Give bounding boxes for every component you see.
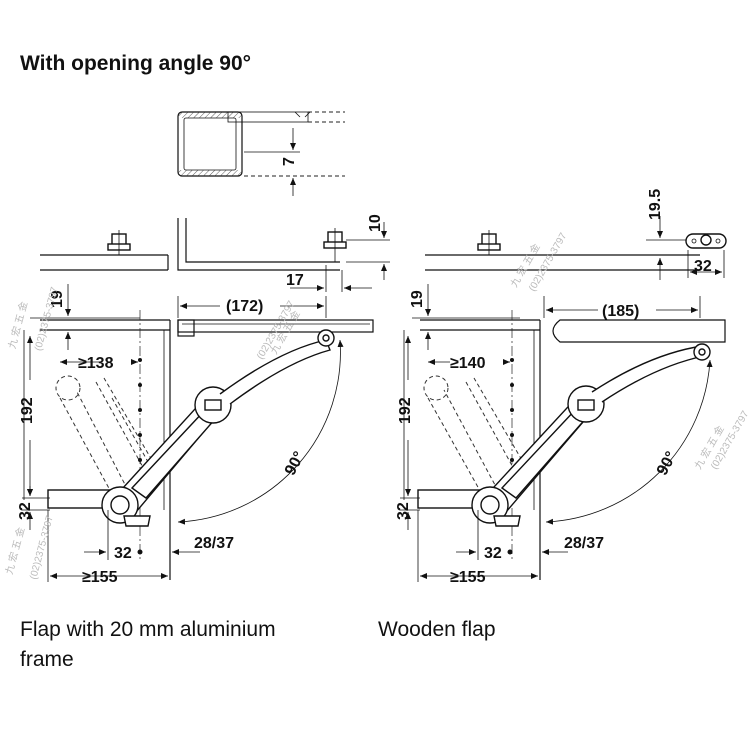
left-cabinet-assembly <box>22 218 390 582</box>
dim-label-192-right: 192 <box>397 397 414 424</box>
dim-label-185: (185) <box>602 303 639 320</box>
dim-label-155-left: ≥155 <box>82 569 118 586</box>
dim-label-32-right-top: 32 <box>694 258 712 275</box>
caption-wooden-flap: Wooden flap <box>378 618 496 641</box>
dim-label-32-left-vertical: 32 <box>17 502 34 520</box>
right-cabinet-assembly <box>400 216 727 582</box>
dim-label-172: (172) <box>226 298 263 315</box>
dim-label-2837-left: 28/37 <box>194 535 234 552</box>
caption-aluminium-frame: Flap with 20 mm aluminium frame <box>20 618 276 671</box>
dim-label-19-right: 19 <box>409 290 426 308</box>
dim-label-155-right: ≥155 <box>450 569 486 586</box>
dim-label-32-right-horizontal: 32 <box>484 545 502 562</box>
watermark-chars-bottom: 九 宏 五 金 <box>2 526 27 576</box>
aluminium-profile-section <box>177 111 345 196</box>
dim-label-19-left: 19 <box>49 290 66 308</box>
page-title: With opening angle 90° <box>20 52 252 75</box>
dim-label-10: 10 <box>367 214 384 232</box>
dim-label-17: 17 <box>286 272 304 289</box>
dim-label-195: 19.5 <box>647 189 664 220</box>
dim-label-138: ≥138 <box>78 355 114 372</box>
dim-label-140: ≥140 <box>450 355 486 372</box>
dim-label-32-left-horizontal: 32 <box>114 545 132 562</box>
watermark-phone-left: (02)2375-3797 <box>33 285 61 352</box>
dim-label-32-right-vertical: 32 <box>395 502 412 520</box>
watermark-chars-left: 九 宏 五 金 <box>5 300 30 350</box>
angle-label-left: 90° <box>282 449 308 478</box>
dim-label-192-left: 192 <box>19 397 36 424</box>
dim-label-7: 7 <box>281 157 298 166</box>
watermark-phone-bottom: (02)2375-3797 <box>28 514 56 581</box>
dim-label-2837-right: 28/37 <box>564 535 604 552</box>
